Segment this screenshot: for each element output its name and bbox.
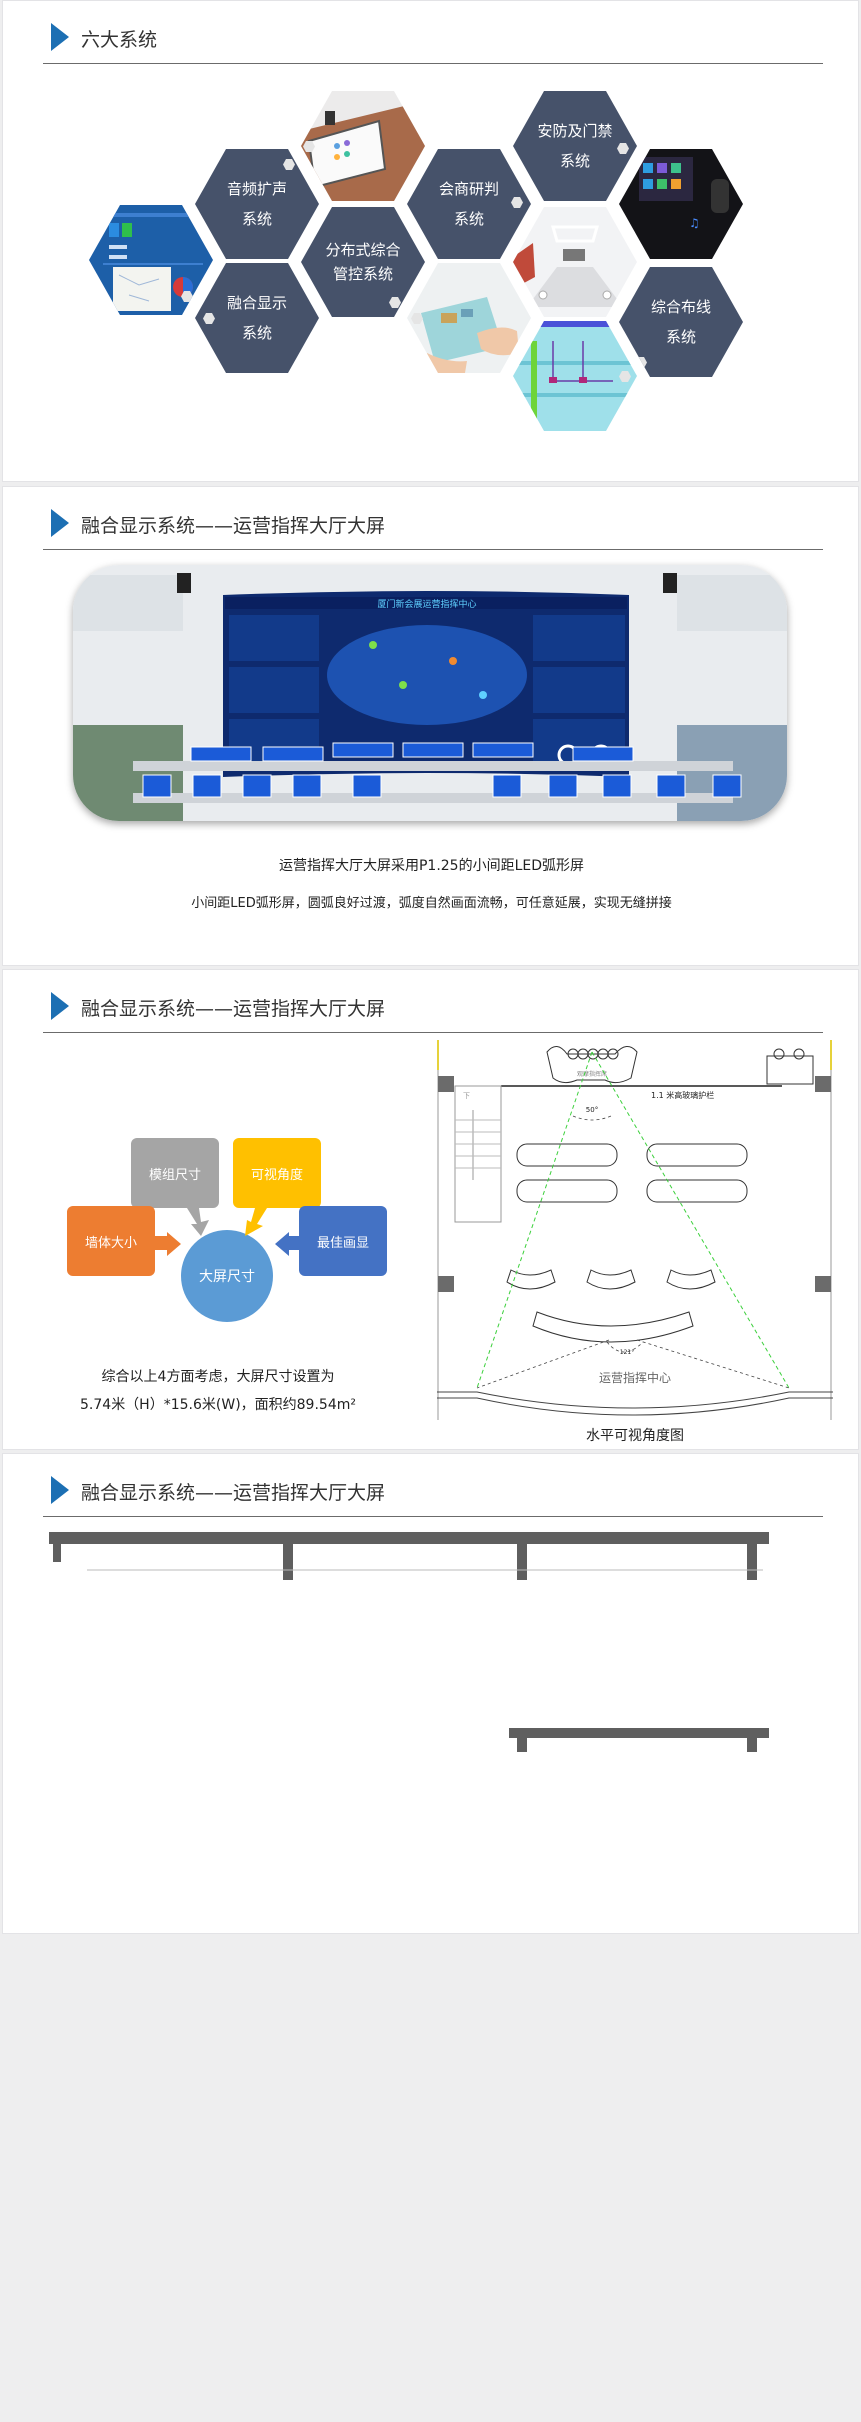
hall-render-image: 厦门新会展运营指挥中心 xyxy=(73,565,787,821)
caption-primary: 运营指挥大厅大屏采用P1.25的小间距LED弧形屏 xyxy=(278,858,585,874)
laptop-image xyxy=(301,91,425,201)
cabling-diagram-image xyxy=(513,321,637,431)
section-hall-big-screen: 融合显示系统——运营指挥大厅大屏 厦门新会展运营指挥中心 xyxy=(2,486,859,966)
hex-label: 管控系统 xyxy=(332,265,393,283)
triangle-bullet-icon xyxy=(51,23,69,51)
svg-text:♫: ♫ xyxy=(689,216,700,230)
section-header: 融合显示系统——运营指挥大厅大屏 xyxy=(43,509,823,550)
triangle-bullet-icon xyxy=(51,509,69,537)
room-label: 运营指挥中心 xyxy=(599,1370,671,1385)
hex-dot xyxy=(619,371,631,382)
hex-label: 安防及门禁 xyxy=(537,122,613,140)
hex-label: 系统 xyxy=(665,328,696,346)
caption-secondary: 小间距LED弧形屏，圆弧良好过渡，弧度自然画面流畅，可任意延展，实现无缝拼接 xyxy=(191,896,672,911)
hex-dot xyxy=(283,159,295,170)
hex-distributed-control: 分布式综合管控系统 xyxy=(301,207,425,317)
hex-label: 系统 xyxy=(453,210,484,228)
hex-audio-system: 音频扩声系统 xyxy=(195,149,319,259)
horizontal-view-angle-plan: 观摩指挥席 1.1 米高玻璃护栏 下 xyxy=(437,1040,833,1420)
tablet-image xyxy=(407,263,531,373)
screen-title: 厦门新会展运营指挥中心 xyxy=(377,598,476,610)
hex-dot xyxy=(617,143,629,154)
hex-display-system: 融合显示系统 xyxy=(195,263,319,373)
rail-label: 1.1 米高玻璃护栏 xyxy=(651,1090,714,1100)
summary-line-2: 5.74米（H）*15.6米(W)，面积约89.54m² xyxy=(80,1397,356,1413)
hex-security-system: 安防及门禁系统 xyxy=(513,91,637,201)
hex-cabling-system: 综合布线系统 xyxy=(619,267,743,377)
factor-view-angle: 可视角度 xyxy=(233,1138,321,1208)
section-title: 融合显示系统——运营指挥大厅大屏 xyxy=(81,515,386,537)
triangle-bullet-icon xyxy=(51,992,69,1020)
hex-consult-system: 会商研判系统 xyxy=(407,149,531,259)
hex-dot xyxy=(389,297,401,308)
section-title: 融合显示系统——运营指挥大厅大屏 xyxy=(81,998,386,1020)
section-screen-size: 融合显示系统——运营指挥大厅大屏 模组尺寸 可视角度 墙体大小 最佳画显 大屏尺… xyxy=(2,969,859,1450)
factor-wall-size: 墙体大小 xyxy=(67,1206,155,1276)
command-hall-illustration: 厦门新会展运营指挥中心 xyxy=(73,565,787,821)
hex-label: 会商研判 xyxy=(438,180,499,198)
hex-label: 分布式综合 xyxy=(325,241,401,259)
hex-label: 系统 xyxy=(559,152,590,170)
hex-dot xyxy=(411,313,423,324)
hex-dot xyxy=(303,141,315,152)
hex-dot xyxy=(181,291,193,302)
section-header: 六大系统 xyxy=(43,23,823,64)
stair-label: 下 xyxy=(463,1092,470,1100)
hex-label: 系统 xyxy=(241,324,272,342)
hex-label: 音频扩声 xyxy=(226,180,287,198)
header-rule xyxy=(43,63,823,64)
dashboard-image xyxy=(89,205,213,315)
observe-seat-label: 观摩指挥席 xyxy=(577,1070,607,1078)
factor-module-size: 模组尺寸 xyxy=(131,1138,219,1208)
section-header: 融合显示系统——运营指挥大厅大屏 xyxy=(43,992,823,1033)
center-screen-size: 大屏尺寸 xyxy=(181,1230,273,1322)
hex-dot xyxy=(511,197,523,208)
summary-line-1: 综合以上4方面考虑，大屏尺寸设置为 xyxy=(101,1369,335,1385)
hex-image-dashboard xyxy=(89,205,213,315)
arrow-down-right-icon xyxy=(187,1208,209,1236)
plan-caption: 水平可视角度图 xyxy=(586,1428,684,1444)
header-rule xyxy=(43,1032,823,1033)
factor-best-display: 最佳画显 xyxy=(299,1206,387,1276)
hex-dot xyxy=(635,357,647,368)
arrow-right-icon xyxy=(155,1232,181,1256)
angle-bottom-label: 121° xyxy=(620,1349,634,1356)
hex-dot xyxy=(629,157,641,168)
arrow-down-left-icon xyxy=(245,1208,267,1236)
hex-label: 融合显示 xyxy=(226,294,287,312)
hex-image-tablet xyxy=(407,263,531,373)
hex-dot xyxy=(203,313,215,324)
hex-image-meeting-room xyxy=(513,207,637,317)
hex-image-access-keypad: ♫ xyxy=(619,149,743,259)
header-rule xyxy=(43,1516,823,1517)
section-title: 六大系统 xyxy=(81,29,158,51)
hex-image-laptop xyxy=(301,91,425,201)
section-six-systems: 六大系统 音频扩声系统 xyxy=(2,0,859,482)
arrow-left-icon xyxy=(275,1232,301,1256)
hex-label: 系统 xyxy=(241,210,272,228)
triangle-bullet-icon xyxy=(51,1476,69,1504)
angle-top-label: 50° xyxy=(586,1106,598,1114)
access-keypad-image: ♫ xyxy=(619,149,743,259)
vertical-section-diagram xyxy=(49,1532,769,1752)
header-rule xyxy=(43,549,823,550)
section-title: 融合显示系统——运营指挥大厅大屏 xyxy=(81,1482,386,1504)
meeting-room-image xyxy=(513,207,637,317)
section-header: 融合显示系统——运营指挥大厅大屏 xyxy=(43,1476,823,1517)
hex-label: 综合布线 xyxy=(650,298,711,316)
hex-image-cabling-diagram xyxy=(513,321,637,431)
section-vertical-angle: 融合显示系统——运营指挥大厅大屏 xyxy=(2,1453,859,1934)
